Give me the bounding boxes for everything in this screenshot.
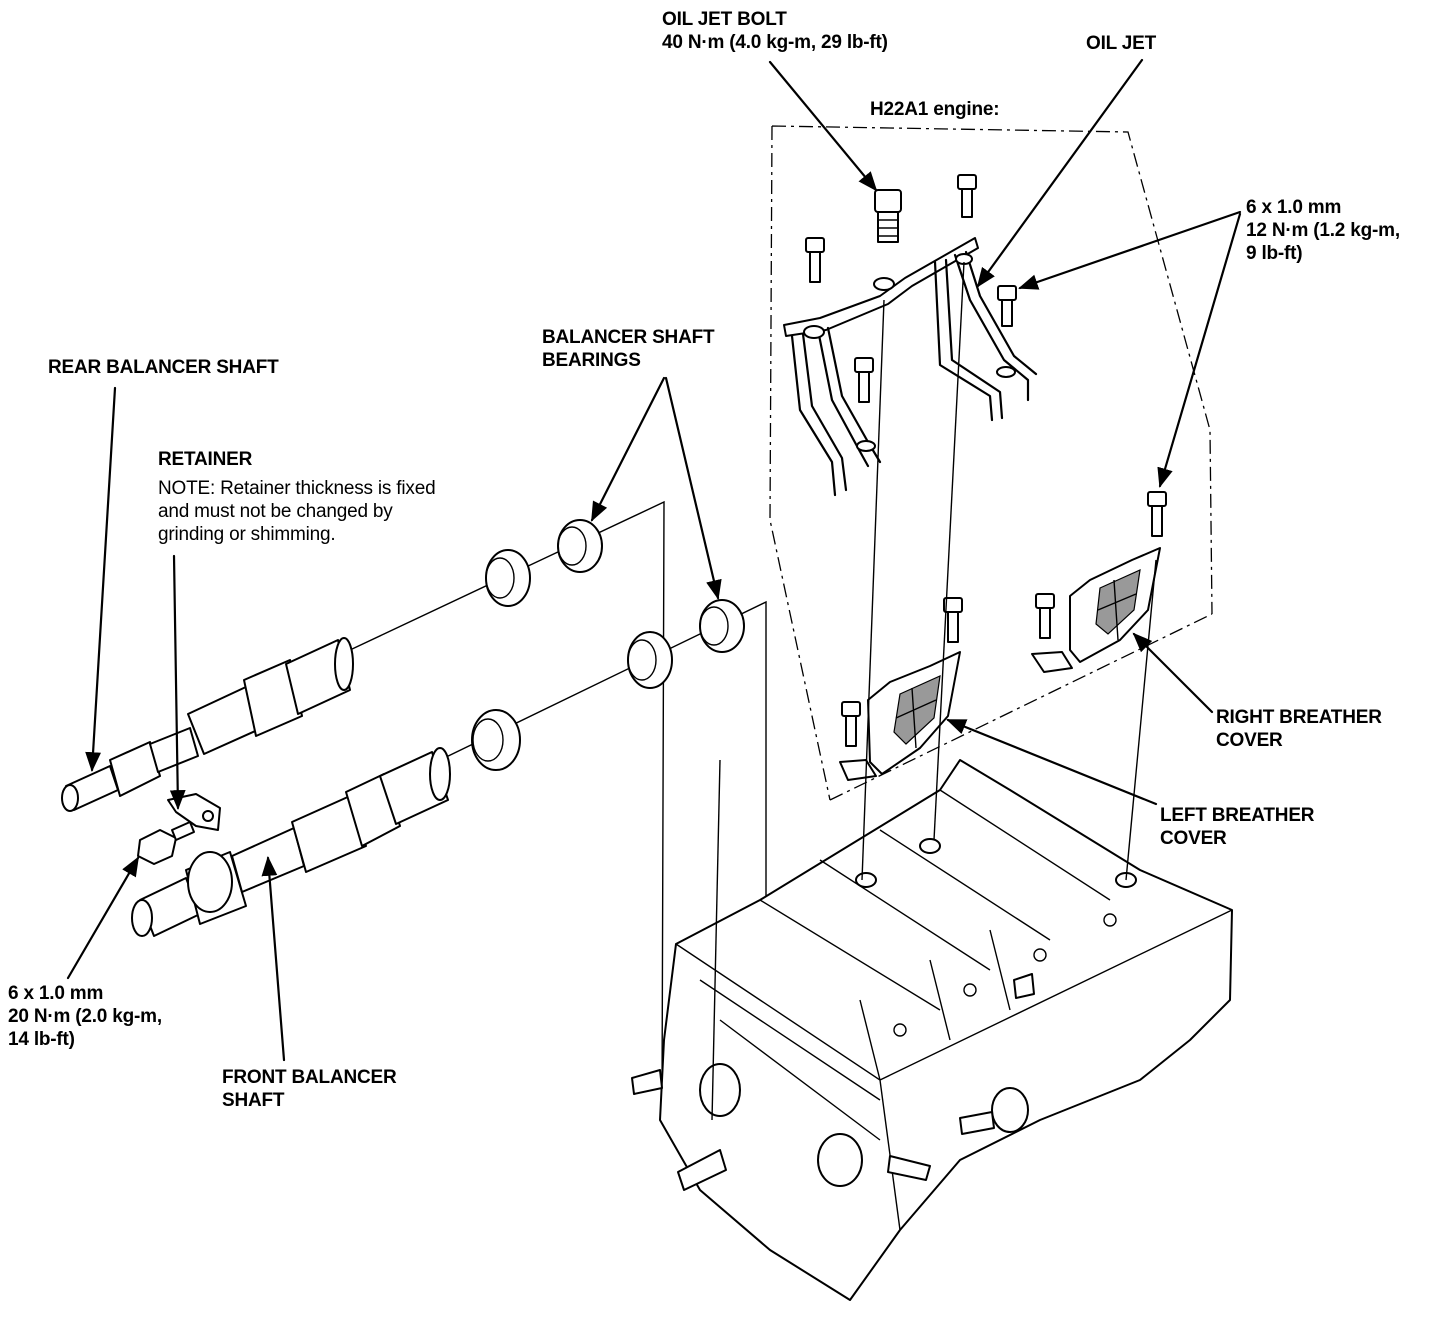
- bolt-6x1-20nm-label: 6 x 1.0 mm 20 N·m (2.0 kg-m, 14 lb-ft): [8, 983, 162, 1050]
- cylinder-block-part: [631, 759, 1233, 1301]
- assembly-guide-lines: [711, 261, 1157, 1121]
- oil-jet-bolt-part: [874, 189, 902, 243]
- oil-jet-small-bolts: [805, 174, 1017, 403]
- right-breather-cover-label: RIGHT BREATHER COVER: [1216, 707, 1382, 751]
- oil-jet-group-outline: [769, 125, 1213, 801]
- left-breather-cover-part: [839, 597, 963, 781]
- leader-arrows: [66, 58, 1242, 1062]
- retainer-part: [167, 793, 221, 831]
- rear-balancer-shaft-label: REAR BALANCER SHAFT: [48, 357, 279, 378]
- oil-jet-pipes: [783, 237, 1038, 497]
- balancer-shaft-bearings-label: BALANCER SHAFT BEARINGS: [542, 327, 715, 371]
- oil-jet-bolt-label: OIL JET BOLT 40 N·m (4.0 kg-m, 29 lb-ft): [662, 9, 888, 53]
- rear-balancer-shaft-part: [61, 637, 354, 812]
- bolt-6x1-12nm-label: 6 x 1.0 mm 12 N·m (1.2 kg-m, 9 lb-ft): [1246, 197, 1400, 264]
- balancer-bearings: [471, 519, 745, 771]
- retainer-bolt-part: [137, 821, 195, 865]
- retainer-label: RETAINER: [158, 449, 253, 470]
- left-breather-cover-label: LEFT BREATHER COVER: [1160, 805, 1315, 849]
- retainer-note: NOTE: Retainer thickness is fixed and mu…: [158, 478, 436, 545]
- right-breather-cover-part: [1031, 491, 1167, 673]
- front-balancer-shaft-label: FRONT BALANCER SHAFT: [222, 1067, 397, 1111]
- oil-jet-label: OIL JET: [1086, 33, 1157, 54]
- engine-note-label: H22A1 engine:: [870, 99, 1000, 120]
- front-balancer-shaft-part: [131, 747, 451, 937]
